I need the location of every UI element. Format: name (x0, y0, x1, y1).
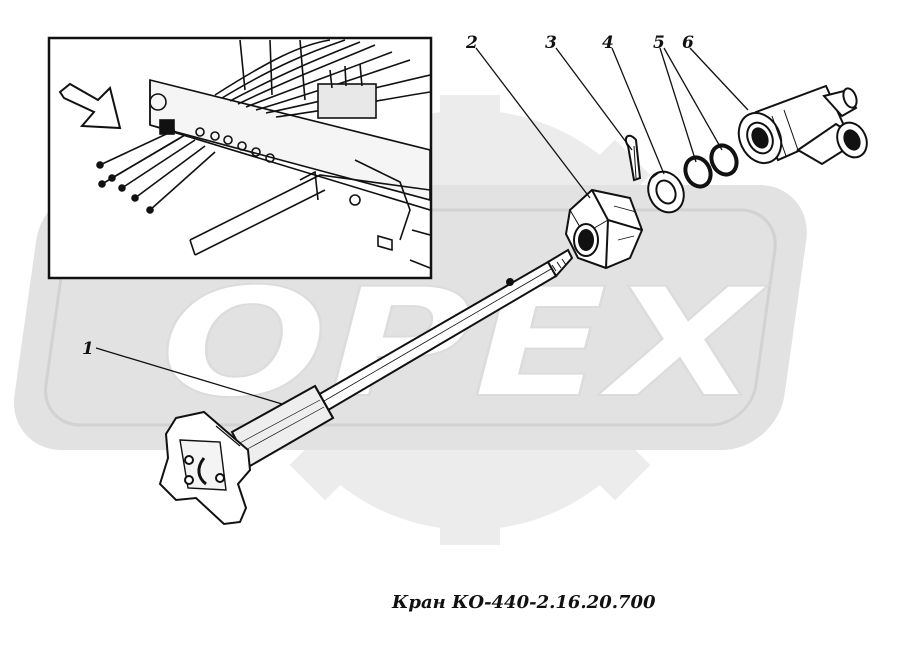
part-5-o-rings (683, 143, 739, 189)
location-arrow-icon (58, 82, 122, 130)
callout-1: 1 (82, 339, 94, 359)
callout-3: 3 (545, 33, 557, 53)
part-6-tee-fitting (737, 84, 868, 166)
part-2-hex-nut (564, 188, 644, 270)
watermark-text: OPEX (160, 257, 768, 431)
installation-inset (47, 36, 433, 280)
callout-6: 6 (682, 33, 694, 53)
leader-lines (95, 47, 749, 405)
part-4-washer (647, 170, 685, 214)
part-1-crank-handle (158, 248, 574, 526)
callout-2: 2 (465, 33, 478, 53)
callout-4: 4 (602, 33, 614, 53)
assembly-caption: Кран КО-440-2.16.20.700 (392, 592, 656, 613)
callout-5: 5 (653, 33, 665, 53)
